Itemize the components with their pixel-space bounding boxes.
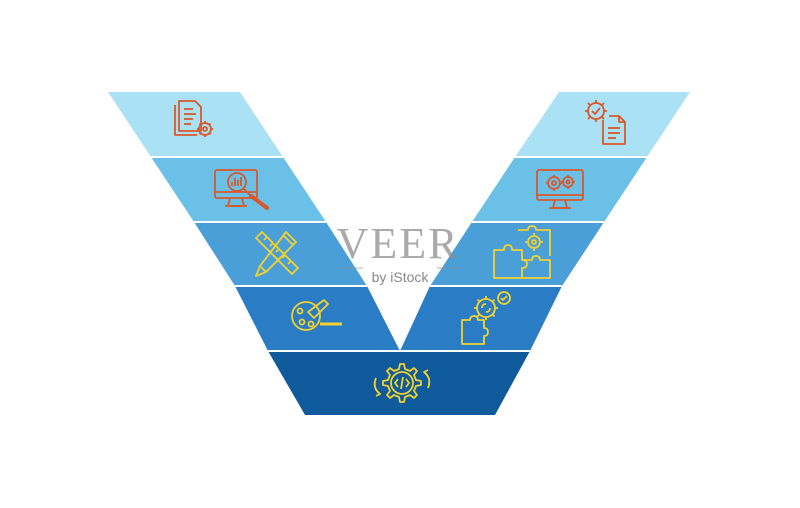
code-gear-icon xyxy=(373,363,431,403)
watermark-title: VEER xyxy=(337,219,460,268)
bottom-band xyxy=(268,351,530,415)
monitor-gears-icon xyxy=(536,169,584,209)
left-band-1 xyxy=(108,92,283,157)
band-separators xyxy=(151,156,647,352)
watermark-subtitle: by iStock xyxy=(372,269,430,285)
left-band-2 xyxy=(151,157,326,222)
left-band-3 xyxy=(194,222,367,286)
document-gear-icon xyxy=(174,100,213,137)
pencil-ruler-icon xyxy=(255,231,299,277)
watermark: VEER by iStock xyxy=(337,219,460,285)
puzzle-gear-icon xyxy=(493,225,551,279)
right-band-3 xyxy=(430,222,604,286)
monitor-analysis-icon xyxy=(214,169,269,210)
left-band-4 xyxy=(235,286,400,351)
right-band-4 xyxy=(400,286,562,351)
design-idea-icon xyxy=(291,299,342,331)
gear-check-document-icon xyxy=(585,100,626,145)
gears-puzzle-icon xyxy=(461,291,511,345)
right-band-2 xyxy=(472,157,647,222)
